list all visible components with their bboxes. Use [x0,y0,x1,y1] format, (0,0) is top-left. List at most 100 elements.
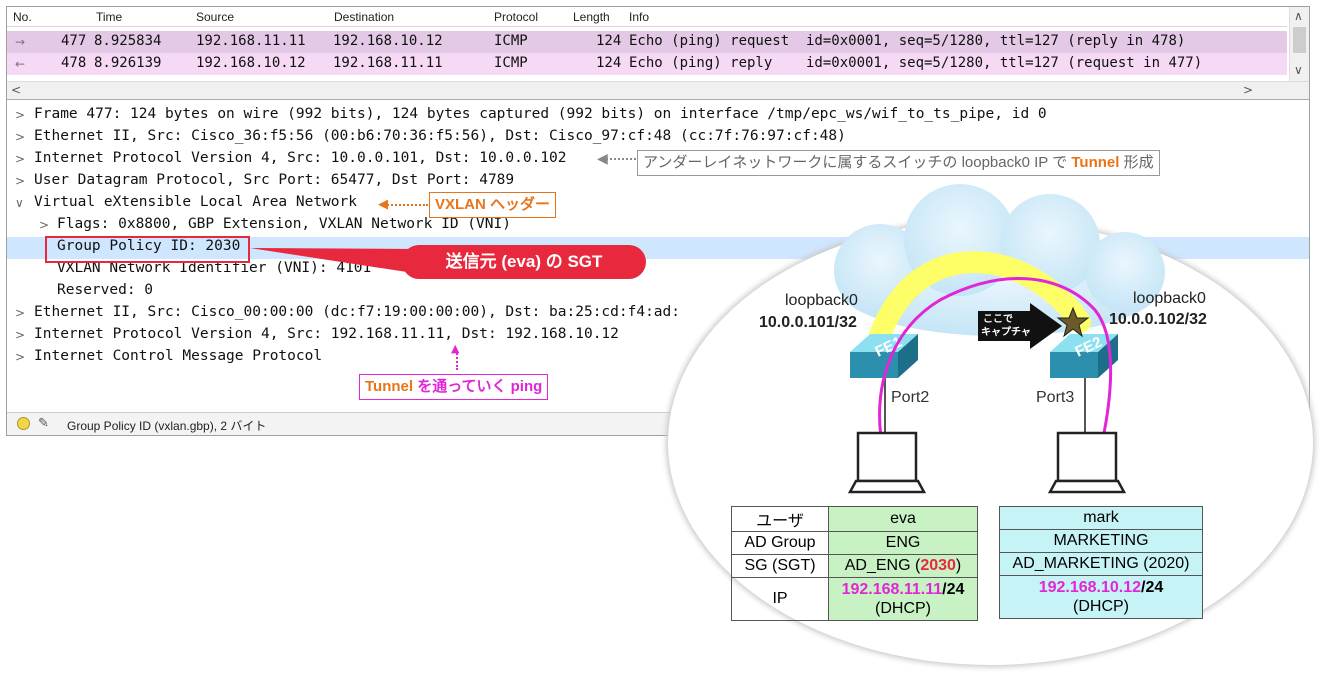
label-ad-group: AD Group [731,531,829,555]
col-no[interactable]: No. [13,10,32,24]
expand-icon[interactable]: > [15,306,26,320]
detail-text: Flags: 0x8800, GBP Extension, VXLAN Netw… [57,216,511,232]
detail-ethernet-inner[interactable]: > Ethernet II, Src: Cisco_00:00:00 (dc:f7… [7,303,1309,325]
packet-no: 478 [61,55,87,71]
detail-frame[interactable]: > Frame 477: 124 bytes on wire (992 bits)… [7,105,1309,127]
packet-time: 8.925834 [94,33,162,49]
arrow-right-icon: → [15,35,26,49]
packet-protocol: ICMP [494,33,528,49]
detail-text: Ethernet II, Src: Cisco_36:f5:56 (00:b6:… [34,128,846,144]
col-length[interactable]: Length [573,10,610,24]
scroll-thumb[interactable] [1293,27,1306,53]
detail-ethernet-outer[interactable]: > Ethernet II, Src: Cisco_36:f5:56 (00:b6… [7,127,1309,149]
detail-text: User Datagram Protocol, Src Port: 65477,… [34,172,515,188]
label-user: ユーザ [731,506,829,532]
packet-list-horizontal-scrollbar[interactable]: < > [7,81,1309,100]
detail-icmp[interactable]: > Internet Control Message Protocol [7,347,1309,369]
underlay-text: アンダーレイネットワークに属するスイッチの loopback0 IP で [643,154,1072,171]
capture-text-line2: キャプチャ [981,325,1031,338]
status-indicator-icon[interactable] [17,417,30,430]
packet-time: 8.926139 [94,55,162,71]
mark-ip-address: 192.168.10.12 [1038,579,1142,596]
col-info[interactable]: Info [629,10,650,24]
port2-label: Port2 [891,389,929,406]
capture-arrow-icon [978,303,1062,349]
packet-no: 477 [61,33,87,49]
detail-text: Frame 477: 124 bytes on wire (992 bits),… [34,106,1047,122]
scroll-right-icon[interactable]: > [1243,83,1254,97]
packet-protocol: ICMP [494,55,528,71]
packet-row[interactable]: ← 478 8.926139 192.168.10.12 192.168.11.… [7,53,1287,75]
packet-details: > Frame 477: 124 bytes on wire (992 bits)… [7,100,1309,410]
tunnel-word: Tunnel [365,378,414,395]
sgt-callout: 送信元 (eva) の SGT [402,245,646,279]
mark-user: mark [999,506,1203,530]
mark-ip: 192.168.10.12/24 (DHCP) [999,575,1203,619]
col-protocol[interactable]: Protocol [494,10,539,24]
detail-vxlan[interactable]: ∨ Virtual eXtensible Local Area Network [7,193,1309,215]
left-loopback-label: loopback0 [785,292,858,309]
eva-user: eva [828,506,978,532]
label-sg: SG (SGT) [731,554,829,578]
expand-icon[interactable]: > [15,350,26,364]
right-loopback-ip: 10.0.0.102/32 [1109,311,1207,328]
mark-sg: AD_MARKETING (2020) [999,552,1203,576]
detail-udp[interactable]: > User Datagram Protocol, Src Port: 65477… [7,171,1309,193]
mark-info-table: mark MARKETING AD_MARKETING (2020) 192.1… [999,506,1203,619]
eva-ip-mask: /24 [942,581,965,598]
detail-ipv4-inner[interactable]: >Internet Protocol Version 4, Src: 192.1… [7,325,1309,347]
expand-icon[interactable]: > [15,108,26,122]
packet-info: Echo (ping) request id=0x0001, seq=5/128… [629,33,1186,49]
expand-icon[interactable]: > [15,152,26,166]
tunnel-annotation: Tunnel を通っていく ping [359,374,549,400]
mark-ip-note: (DHCP) [1073,598,1129,615]
packet-source: 192.168.10.12 [196,55,306,71]
tunnel-pointer-line [456,350,458,370]
eva-sg-prefix: AD_ENG ( [844,557,921,574]
expand-icon[interactable]: > [15,130,26,144]
eva-sg: AD_ENG (2030) [828,554,978,578]
pc-right-icon [1047,431,1127,494]
tunnel-path [869,251,1091,346]
packet-destination: 192.168.11.11 [333,55,443,71]
sgt-callout-pointer [250,248,420,274]
packet-list: No. Time Source Destination Protocol Len… [7,7,1287,81]
edit-comment-icon[interactable]: ✎ [38,415,49,430]
arrow-up-icon: ▲ [451,342,460,355]
capture-text-line1: ここで [983,313,1013,325]
detail-text: Group Policy ID: 2030 [57,238,241,254]
underlay-tunnel-text: Tunnel [1071,154,1120,171]
detail-text: Reserved: 0 [57,282,154,298]
detail-text: Ethernet II, Src: Cisco_00:00:00 (dc:f7:… [34,304,681,320]
packet-row[interactable]: → 477 8.925834 192.168.11.11 192.168.10.… [7,31,1287,53]
eva-info-table: ユーザ eva AD Group ENG SG (SGT) AD_ENG (20… [731,506,978,621]
mark-ip-mask: /24 [1141,579,1164,596]
scroll-down-icon[interactable]: ∨ [1294,63,1303,77]
detail-vxlan-flags[interactable]: > Flags: 0x8800, GBP Extension, VXLAN Net… [7,215,1309,237]
detail-reserved[interactable]: Reserved: 0 [7,281,1309,303]
packet-list-vertical-scrollbar[interactable]: ∧ ∨ [1289,7,1309,81]
col-time[interactable]: Time [96,10,123,24]
expand-icon[interactable]: > [15,328,26,342]
packet-length: 124 [596,55,622,71]
collapse-icon[interactable]: ∨ [15,196,24,210]
detail-text: Internet Control Message Protocol [34,348,323,364]
col-destination[interactable]: Destination [334,10,395,24]
star-icon [1056,306,1090,338]
label-ip: IP [731,577,829,621]
scroll-left-icon[interactable]: < [11,83,22,97]
expand-icon[interactable]: > [39,218,50,232]
detail-text: Virtual eXtensible Local Area Network [34,194,358,210]
mark-group: MARKETING [999,529,1203,553]
packet-list-header: No. Time Source Destination Protocol Len… [7,7,1287,27]
col-source[interactable]: Source [196,10,235,24]
detail-ipv4-outer[interactable]: >Internet Protocol Version 4, Src: 10.0.… [7,149,1309,171]
underlay-pointer-line [602,158,636,160]
status-text: Group Policy ID (vxlan.gbp), 2 バイト [67,419,267,433]
expand-icon[interactable]: > [15,174,26,188]
eva-sg-number: 2030 [920,557,956,574]
scroll-up-icon[interactable]: ∧ [1294,9,1303,23]
switch-fe2-icon: FE2 [1050,334,1118,378]
ping-path [878,277,1113,456]
